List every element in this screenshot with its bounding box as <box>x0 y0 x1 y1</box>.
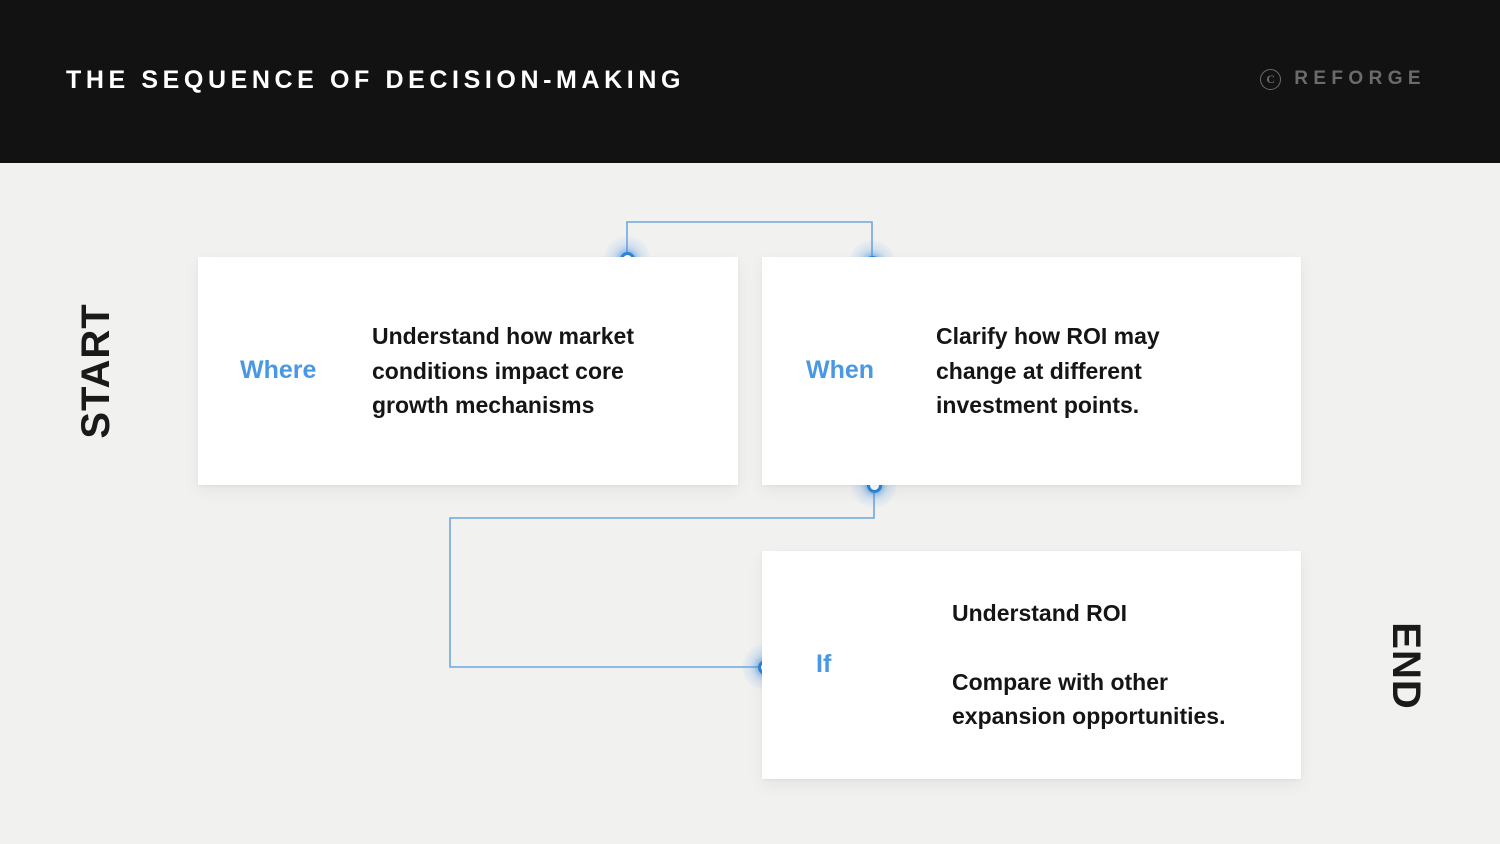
card-body-where: Understand how market conditions impact … <box>372 319 682 423</box>
card-paragraph: Understand ROI <box>952 600 1128 627</box>
end-label: END <box>1384 622 1428 710</box>
card-content: When Clarify how ROI may change at diffe… <box>762 257 1301 485</box>
card-paragraph: Understand how market conditions impact … <box>372 323 634 419</box>
decision-card-when[interactable]: When Clarify how ROI may change at diffe… <box>762 257 1301 485</box>
copyright-icon: C <box>1260 68 1282 90</box>
card-body-when: Clarify how ROI may change at different … <box>936 319 1206 423</box>
brand-name: REFORGE <box>1294 68 1426 89</box>
card-label-if: If <box>816 650 832 679</box>
card-paragraph: Clarify how ROI may change at different … <box>936 323 1160 419</box>
card-content: Where Understand how market conditions i… <box>198 257 738 485</box>
header-bar: THE SEQUENCE OF DECISION-MAKING C REFORG… <box>0 0 1500 163</box>
card-content: If Understand ROI Compare with other exp… <box>762 551 1301 779</box>
brand-logo: C REFORGE <box>1260 62 1426 96</box>
card-label-when: When <box>806 356 875 385</box>
start-label: START <box>74 303 118 439</box>
card-body-if: Understand ROI Compare with other expans… <box>952 596 1282 734</box>
page-title: THE SEQUENCE OF DECISION-MAKING <box>66 66 686 94</box>
decision-card-if[interactable]: If Understand ROI Compare with other exp… <box>762 551 1301 779</box>
decision-card-where[interactable]: Where Understand how market conditions i… <box>198 257 738 485</box>
card-label-where: Where <box>240 356 317 385</box>
card-paragraph: Compare with other expansion opportuniti… <box>952 668 1226 730</box>
